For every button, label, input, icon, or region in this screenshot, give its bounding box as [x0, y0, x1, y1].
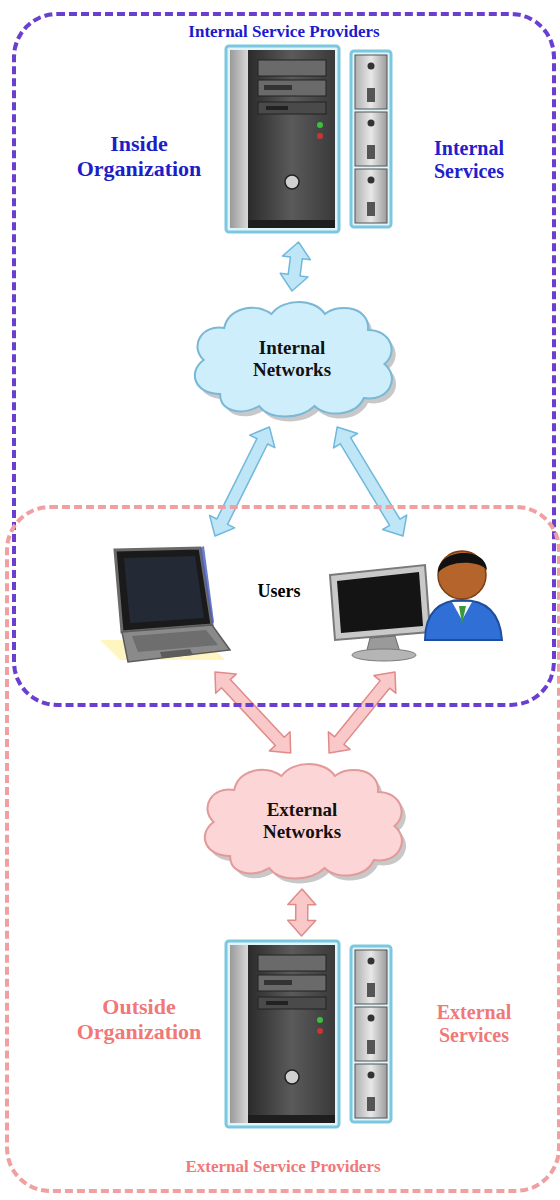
region-title: Internal Service Providers	[16, 22, 552, 42]
services-label: External Services	[409, 1001, 539, 1047]
organization-label: Inside Organization	[64, 131, 214, 182]
organization-region: Internal Service ProvidersInside Organiz…	[12, 12, 556, 707]
user-group: Users	[99, 539, 499, 669]
organization-region: External Service Providers External Netwo…	[5, 505, 560, 1193]
block-arrow	[288, 889, 316, 936]
block-arrow	[334, 427, 407, 536]
network-cloud: Internal Networks	[179, 294, 405, 424]
node-text: External Networks	[234, 799, 370, 843]
block-arrow	[328, 672, 395, 753]
network-cloud: External Networks	[189, 756, 415, 886]
server-group: Inside Organization Internal Services	[59, 49, 538, 239]
region-title: External Service Providers	[9, 1157, 557, 1177]
server-group: Outside Organization External Services	[59, 939, 544, 1139]
node-text: Internal Networks	[224, 337, 360, 381]
services-label: Internal Services	[404, 137, 534, 183]
block-arrow	[210, 427, 275, 536]
block-arrow	[280, 242, 310, 291]
block-arrow	[215, 672, 291, 753]
organization-label: Outside Organization	[64, 994, 214, 1045]
users-label: Users	[239, 581, 319, 602]
